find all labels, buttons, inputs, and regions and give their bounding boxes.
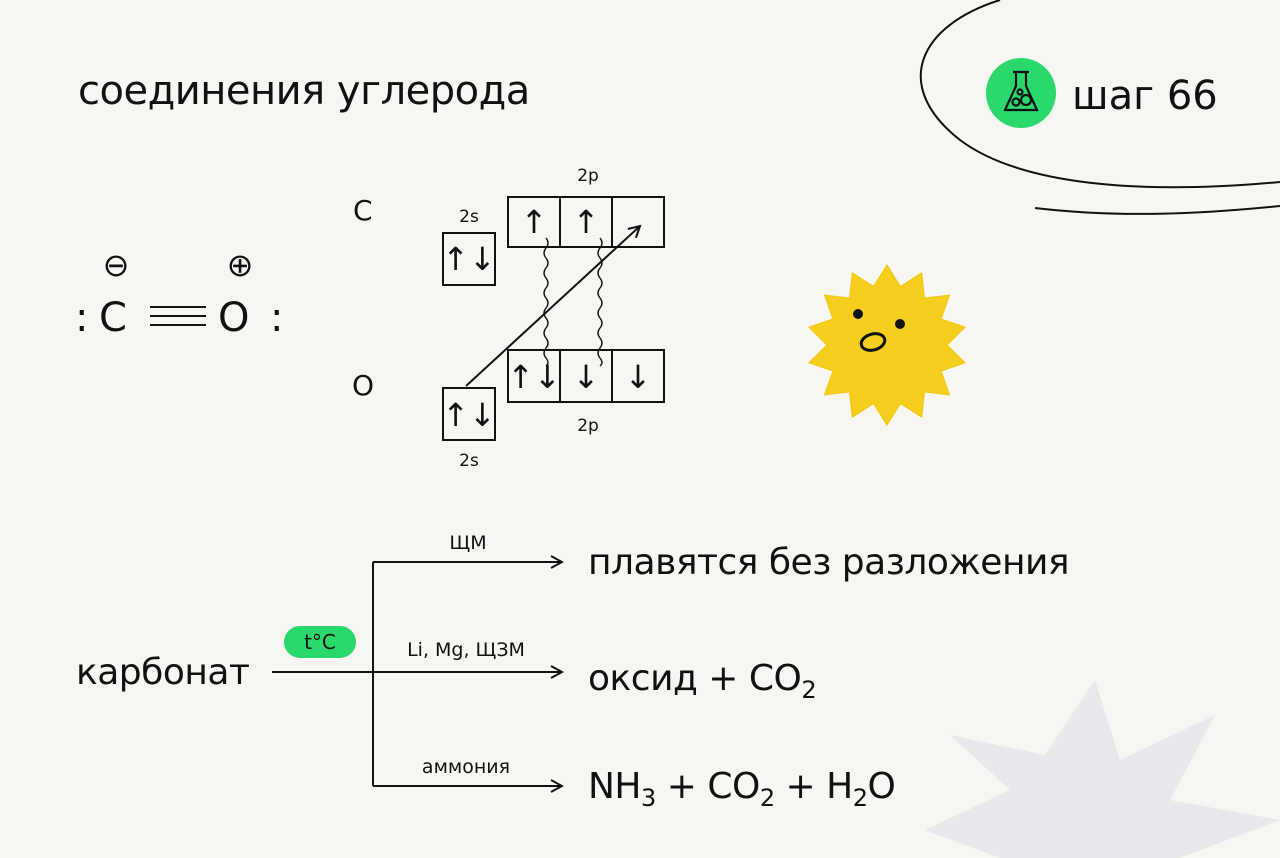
o-2s-cell <box>442 387 496 441</box>
c-2p-label: 2p <box>577 166 599 186</box>
oxygen-charge: ⊕ <box>227 246 254 284</box>
result-oxide: оксид + CO2 <box>588 658 816 704</box>
o-2p-electrons: ↓ <box>573 358 600 396</box>
flask-icon <box>1003 70 1039 112</box>
o-2p-electrons: ↓ <box>625 358 652 396</box>
h2o-o-part: O <box>868 766 896 807</box>
decorative-ellipse-arc <box>919 0 1280 189</box>
c-2s-cell <box>442 232 496 286</box>
page-title: соединения углерода <box>78 68 530 114</box>
background-star-shape <box>925 680 1280 858</box>
sun-mascot-icon <box>808 264 966 426</box>
co-lewis-structure: ⊖ ⊕ : C O : <box>75 246 283 341</box>
c-2s-label: 2s <box>459 207 479 227</box>
sun-mouth <box>859 332 887 352</box>
result-oxide-subscript: 2 <box>801 676 816 704</box>
oxygen-symbol: O <box>218 295 249 341</box>
c-2s-electrons: ↑↓ <box>442 240 496 278</box>
branch-label-alkali-metals: ЩМ <box>449 532 486 554</box>
nh3-part: NH <box>588 766 641 807</box>
o-2p-electrons: ↑↓ <box>507 358 561 396</box>
pairing-wavy-line <box>597 237 603 367</box>
pairing-wavy-line <box>543 237 549 367</box>
condition-badge: t°C <box>284 626 356 658</box>
left-lone-pair: : <box>75 295 88 341</box>
result-melt: плавятся без разложения <box>588 542 1069 583</box>
branch-label-li-mg: Li, Mg, ЩЗМ <box>407 639 525 661</box>
c-2p-electron: ↑ <box>573 203 600 241</box>
step-badge: шаг 66 <box>986 58 1218 128</box>
step-label: шаг 66 <box>1072 73 1218 119</box>
sun-eye <box>895 319 905 329</box>
h2o-part: + H <box>775 766 853 807</box>
condition-badge-bg <box>284 626 356 658</box>
h2o-subscript: 2 <box>853 784 868 812</box>
c-2p-cell <box>611 196 665 248</box>
o-2s-label: 2s <box>459 451 479 471</box>
condition-label: t°C <box>304 630 336 654</box>
flask-icon-bg <box>986 58 1056 128</box>
donor-acceptor-arrow <box>465 226 640 387</box>
nh3-subscript: 3 <box>641 784 656 812</box>
carbon-orbital-label: C <box>353 194 373 227</box>
o-2s-electrons: ↑↓ <box>442 396 496 434</box>
co2-subscript: 2 <box>760 784 775 812</box>
result-ammonium: NH3 + CO2 + H2O <box>588 766 895 812</box>
oxygen-orbital-label: O <box>352 369 374 402</box>
o-2p-cell <box>611 349 665 403</box>
reactant-label: карбонат <box>76 652 249 693</box>
sun-eye <box>853 309 863 319</box>
sun-body <box>808 264 966 426</box>
carbon-charge: ⊖ <box>103 246 130 284</box>
c-2p-electron: ↑ <box>521 203 548 241</box>
branch-label-ammonium: аммония <box>422 756 510 778</box>
o-2p-label: 2p <box>577 416 599 436</box>
decorative-underline-arc <box>1034 205 1280 215</box>
co2-part: + CO <box>656 766 760 807</box>
result-oxide-main: оксид + CO <box>588 658 801 699</box>
carbon-symbol: C <box>99 295 127 341</box>
orbital-diagram: C O 2s 2p 2p 2s ↑↓ ↑ ↑ ↑↓ ↓ ↓ ↑↓ <box>352 166 665 471</box>
reaction-scheme: карбонат t°C ЩМ Li, Mg, ЩЗМ аммония плав… <box>76 532 1070 812</box>
right-lone-pair: : <box>270 295 283 341</box>
